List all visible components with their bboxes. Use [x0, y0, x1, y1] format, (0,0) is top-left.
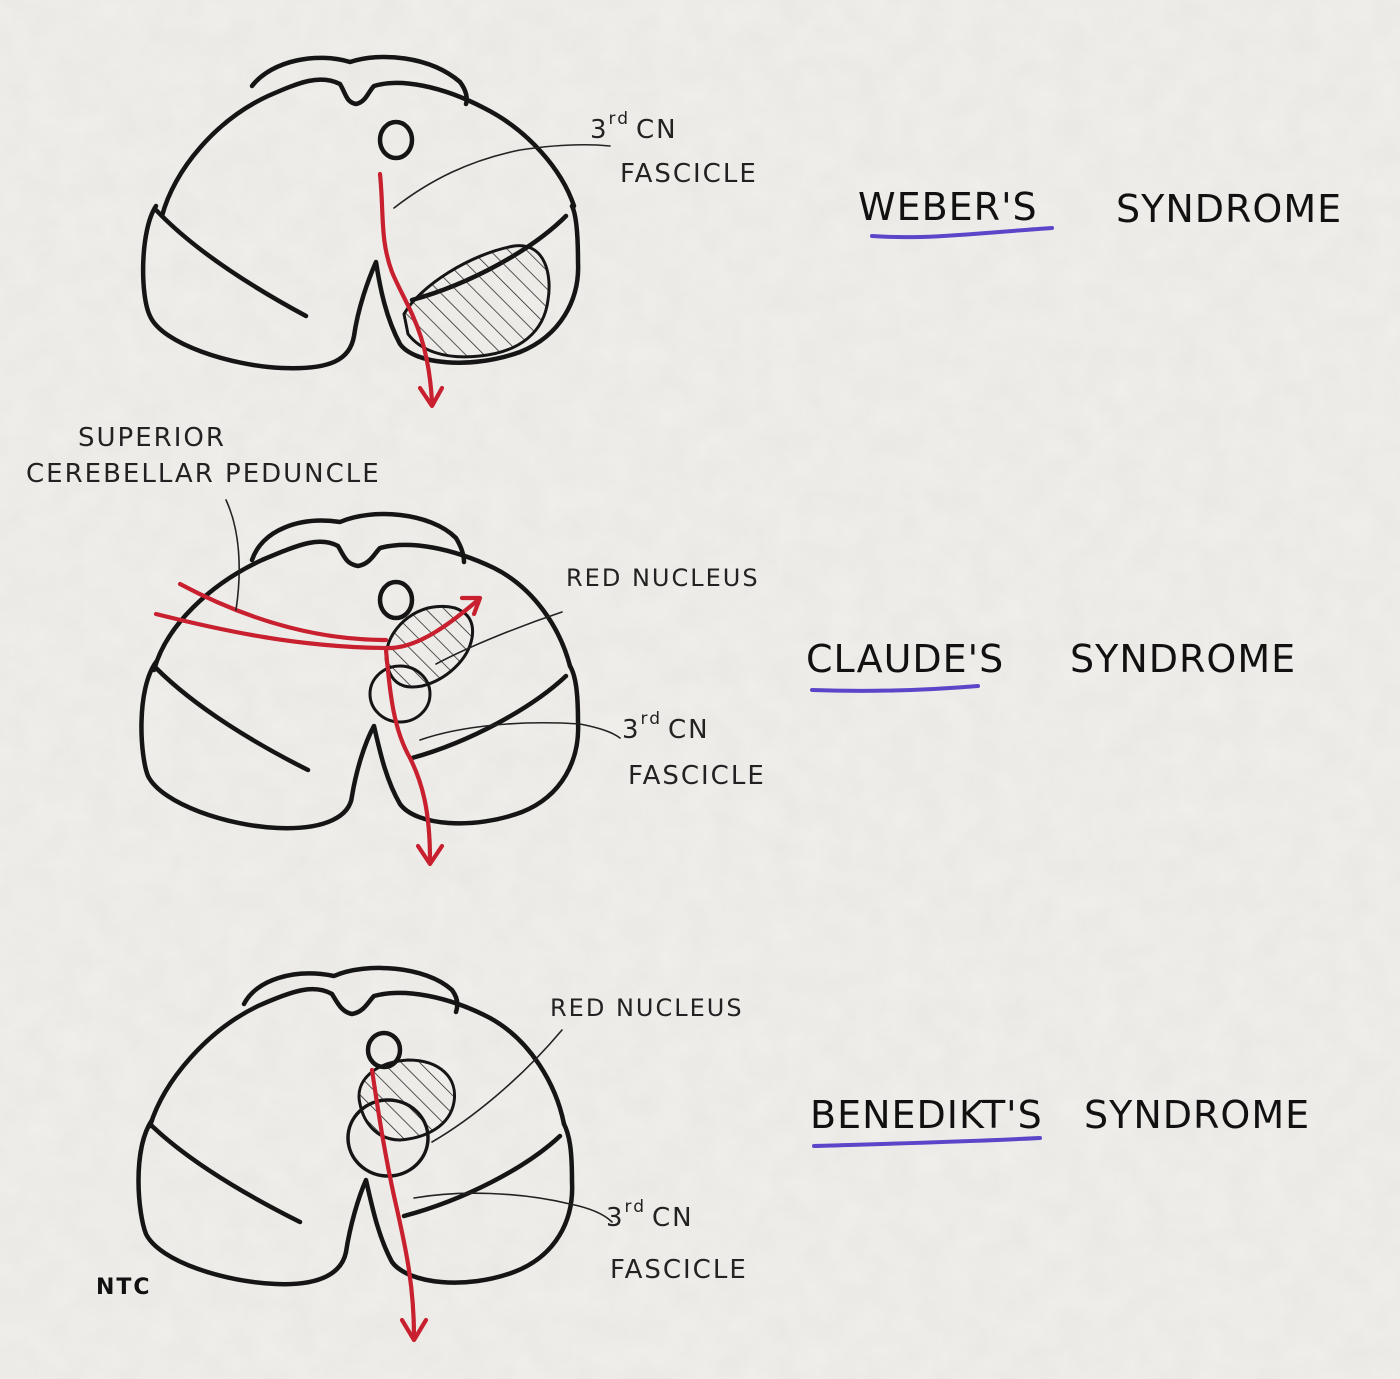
- label-fascicle-claude: FASCICLE: [628, 761, 766, 791]
- tectum-outline: [252, 57, 467, 104]
- syndrome-word-benedikt: SYNDROME: [1084, 1093, 1310, 1137]
- third-cn-fascicle-path: [380, 174, 432, 402]
- tectum-outline: [244, 968, 457, 1012]
- label-red-nucleus-benedikt: RED NUCLEUS: [550, 994, 744, 1022]
- label-fascicle-weber: FASCICLE: [620, 159, 758, 189]
- artist-signature: NTC: [96, 1275, 152, 1300]
- panel-claude: SUPERIOR CEREBELLAR PEDUNCLE RED NUCLEUS…: [26, 423, 1296, 864]
- left-cerebral-peduncle: [141, 662, 578, 828]
- label-cerebellar-peduncle: CEREBELLAR PEDUNCLE: [26, 459, 381, 489]
- leader-scp: [226, 500, 239, 610]
- midbrain-outline-upper: [162, 80, 574, 216]
- peduncle-boundary-left: [156, 668, 308, 770]
- peduncle-boundary-left: [152, 1126, 300, 1222]
- syndrome-word-claude: SYNDROME: [1070, 637, 1296, 681]
- syndrome-title-weber: WEBER'S: [858, 185, 1038, 229]
- cerebral-aqueduct: [380, 122, 412, 158]
- peduncle-boundary-right: [412, 676, 566, 758]
- leader-weber-fascicle: [394, 145, 610, 208]
- leader-third-cn: [414, 1193, 612, 1222]
- cerebral-aqueduct: [380, 582, 412, 618]
- weber-lesion: [404, 246, 549, 357]
- label-fascicle-benedikt: FASCICLE: [610, 1255, 748, 1285]
- label-red-nucleus-claude: RED NUCLEUS: [566, 564, 760, 592]
- tectum-outline: [252, 514, 464, 562]
- syndrome-title-claude: CLAUDE'S: [806, 637, 1004, 681]
- underline-benedikt: [814, 1138, 1040, 1146]
- peduncle-boundary-left: [156, 210, 306, 316]
- underline-weber: [872, 228, 1052, 237]
- label-superior: SUPERIOR: [78, 423, 226, 453]
- midbrain-outline-upper: [150, 989, 564, 1126]
- underline-claude: [812, 686, 978, 691]
- syndrome-title-benedikt: BENEDIKT'S: [810, 1093, 1043, 1137]
- leader-third-cn: [420, 723, 620, 740]
- left-cerebral-peduncle: [139, 1120, 573, 1284]
- midbrain-outline-upper: [154, 542, 570, 670]
- syndrome-word-weber: SYNDROME: [1116, 187, 1342, 231]
